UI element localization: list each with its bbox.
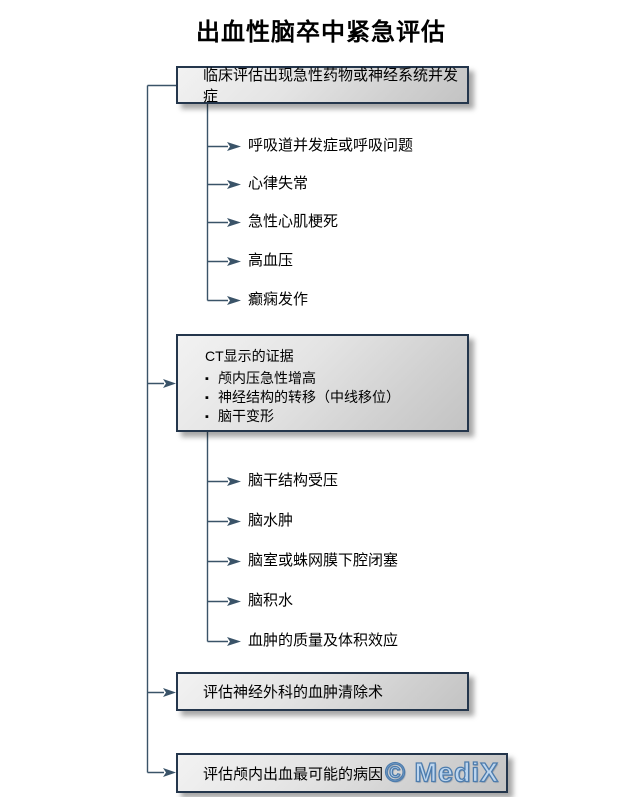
ct-bullet-row: ▪ 脑干变形 (205, 407, 459, 426)
node-label: 评估颅内出血最可能的病因 (203, 765, 384, 783)
node-label: 评估神经外科的血肿清除术 (203, 684, 384, 701)
leaf-cerebral-edema: 脑水肿 (248, 512, 294, 529)
leaf-ventricle-obliteration: 脑室或蛛网膜下腔闭塞 (248, 552, 399, 569)
leaf-hematoma-mass-effect: 血肿的质量及体积效应 (248, 632, 399, 649)
leaf-brainstem-compression: 脑干结构受压 (248, 472, 339, 489)
leaf-arrhythmia: 心律失常 (248, 175, 309, 192)
leaf-airway-complication: 呼吸道并发症或呼吸问题 (248, 137, 414, 154)
bullet-icon: ▪ (205, 392, 209, 404)
arrowhead-icons (163, 142, 241, 777)
bullet-icon: ▪ (205, 373, 209, 385)
ct-bullet-text: 脑干变形 (218, 408, 274, 424)
page-title: 出血性脑卒中紧急评估 (196, 20, 446, 46)
node-neurosurgery-evaluation: 评估神经外科的血肿清除术 (176, 672, 469, 711)
leaf-hydrocephalus: 脑积水 (248, 592, 294, 609)
main-branch-lines (146, 84, 228, 774)
node-etiology-evaluation: 评估颅内出血最可能的病因 © MediX (176, 753, 508, 793)
bullet-icon: ▪ (205, 411, 209, 423)
ct-bullet-text: 颅内压急性增高 (218, 370, 316, 386)
node-clinical-assessment: 临床评估出现急性药物或神经系统并发症 (176, 66, 469, 105)
node-label: 临床评估出现急性药物或神经系统并发症 (203, 67, 459, 105)
leaf-hypertension: 高血压 (248, 252, 294, 269)
leaf-acute-mi: 急性心肌梗死 (248, 213, 339, 230)
leaf-seizure: 癫痫发作 (248, 291, 309, 308)
medix-watermark-logo: © MediX (384, 757, 499, 788)
ct-bullet-row: ▪ 颅内压急性增高 (205, 369, 459, 388)
node-ct-evidence: CT显示的证据 ▪ 颅内压急性增高 ▪ 神经结构的转移（中线移位） ▪ 脑干变形 (176, 334, 469, 432)
ct-box-title: CT显示的证据 (205, 348, 294, 364)
ct-bullet-row: ▪ 神经结构的转移（中线移位） (205, 388, 459, 407)
ct-bullet-text: 神经结构的转移（中线移位） (218, 389, 400, 405)
